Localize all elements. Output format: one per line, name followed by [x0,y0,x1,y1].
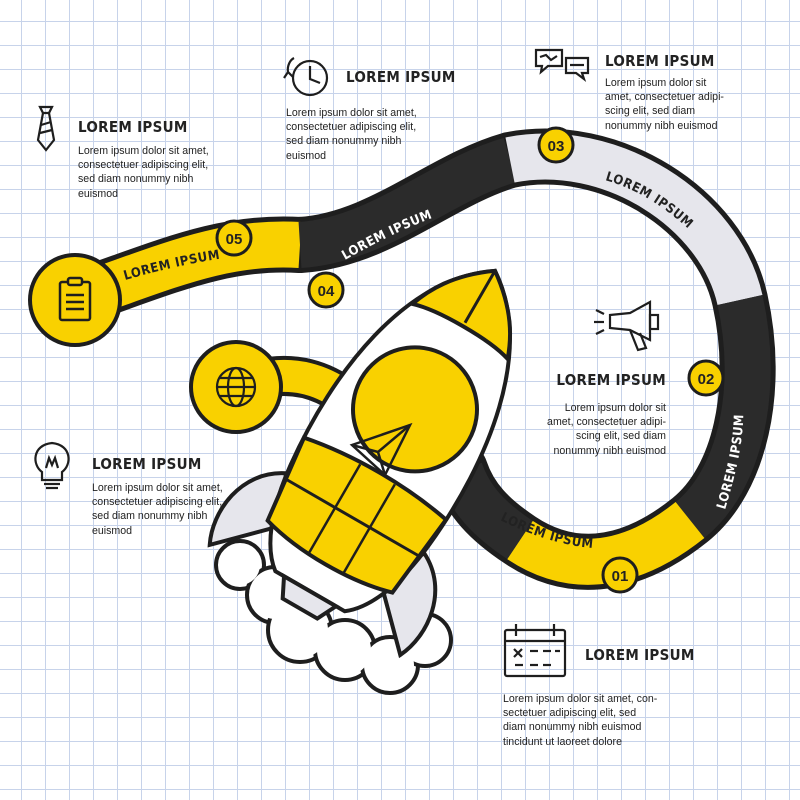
line: euismod [78,187,119,200]
line: Lorem ipsum dolor sit amet, [92,482,223,494]
road-black-top [297,137,517,268]
line: Lorem ipsum dolor sit amet, con- [503,693,658,705]
info-title-chat: LOREM IPSUM [605,52,715,70]
globe-icon [215,366,257,408]
road-black-right [674,295,771,538]
info-title-megaphone: LOREM IPSUM [556,371,666,389]
line: consectetuer adipiscing elit, [92,496,223,509]
badge-01: 01 [601,556,639,594]
rocket-fin-left [207,471,288,548]
megaphone-icon [594,300,660,352]
info-title-calendar: LOREM IPSUM [585,646,695,664]
info-text-chat: Lorem ipsum dolor sit amet, consectetuer… [605,76,785,133]
calendar-icon [503,624,567,678]
badge-05-number: 05 [226,231,243,248]
line: amet, consectetuer adipi- [547,416,666,429]
info-title-clock: LOREM IPSUM [346,68,456,86]
line: euismod [286,149,327,162]
info-block-megaphone: LOREM IPSUM Lorem ipsum dolor sit amet, … [536,371,666,458]
clock-icon [283,57,329,97]
badge-03-number: 03 [548,138,565,155]
line: Lorem ipsum dolor sit [564,402,666,414]
line: sed diam nonummy nibh [92,510,208,523]
line: tincidunt ut laoreet dolore [503,735,622,748]
clipboard-icon [58,276,92,322]
info-block-tie: LOREM IPSUM Lorem ipsum dolor sit amet, … [78,118,253,201]
info-block-bulb: LOREM IPSUM Lorem ipsum dolor sit amet, … [92,455,267,538]
rocket-nose [408,268,513,364]
info-text-tie: Lorem ipsum dolor sit amet, consectetuer… [78,144,253,201]
line: scing elit, sed diam [575,430,666,443]
rocket-window [351,345,479,474]
paper-plane-icon [349,422,413,478]
info-block-clock: LOREM IPSUM Lorem ipsum dolor sit amet, … [286,68,476,163]
info-text-bulb: Lorem ipsum dolor sit amet, consectetuer… [92,481,267,538]
badge-04-number: 04 [318,283,335,300]
chat-icon [534,48,590,82]
line: sed diam nonummy nibh [78,173,194,186]
badge-04: 04 [307,271,345,309]
badge-03: 03 [537,126,575,164]
info-text-clock: Lorem ipsum dolor sit amet, consectetuer… [286,106,476,163]
line: amet, consectetuer adipi- [605,91,724,104]
info-text-calendar: Lorem ipsum dolor sit amet, con- sectetu… [503,692,703,749]
info-block-calendar: LOREM IPSUM Lorem ipsum dolor sit amet, … [503,646,703,749]
tie-icon [36,105,56,152]
line: Lorem ipsum dolor sit amet, [286,107,417,119]
line: sectetuer adipiscing elit, sed [503,707,637,720]
info-title-bulb: LOREM IPSUM [92,455,202,473]
badge-02-number: 02 [698,371,715,388]
clipboard-circle [28,253,122,347]
badge-05: 05 [215,219,253,257]
line: euismod [92,524,133,537]
line: nonummy nibh euismod [553,444,666,457]
badge-02: 02 [687,359,725,397]
line: scing elit, sed diam [605,105,696,118]
rocket-band [265,435,449,595]
line: Lorem ipsum dolor sit [605,77,707,89]
line: sed diam nonummy nibh [286,135,402,148]
line: Lorem ipsum dolor sit amet, [78,145,209,157]
road-yellow-bottom [507,501,705,585]
lightbulb-icon [34,441,70,490]
info-text-megaphone: Lorem ipsum dolor sit amet, consectetuer… [536,401,666,458]
line: diam nonummy nibh euismod [503,721,642,734]
badge-01-number: 01 [612,568,629,585]
info-title-tie: LOREM IPSUM [78,118,188,136]
line: consectetuer adipiscing elit, [78,159,209,172]
rocket [207,268,513,659]
line: nonummy nibh euismod [605,119,718,132]
line: consectetuer adipiscing elit, [286,121,417,134]
info-block-chat: LOREM IPSUM Lorem ipsum dolor sit amet, … [605,52,785,133]
